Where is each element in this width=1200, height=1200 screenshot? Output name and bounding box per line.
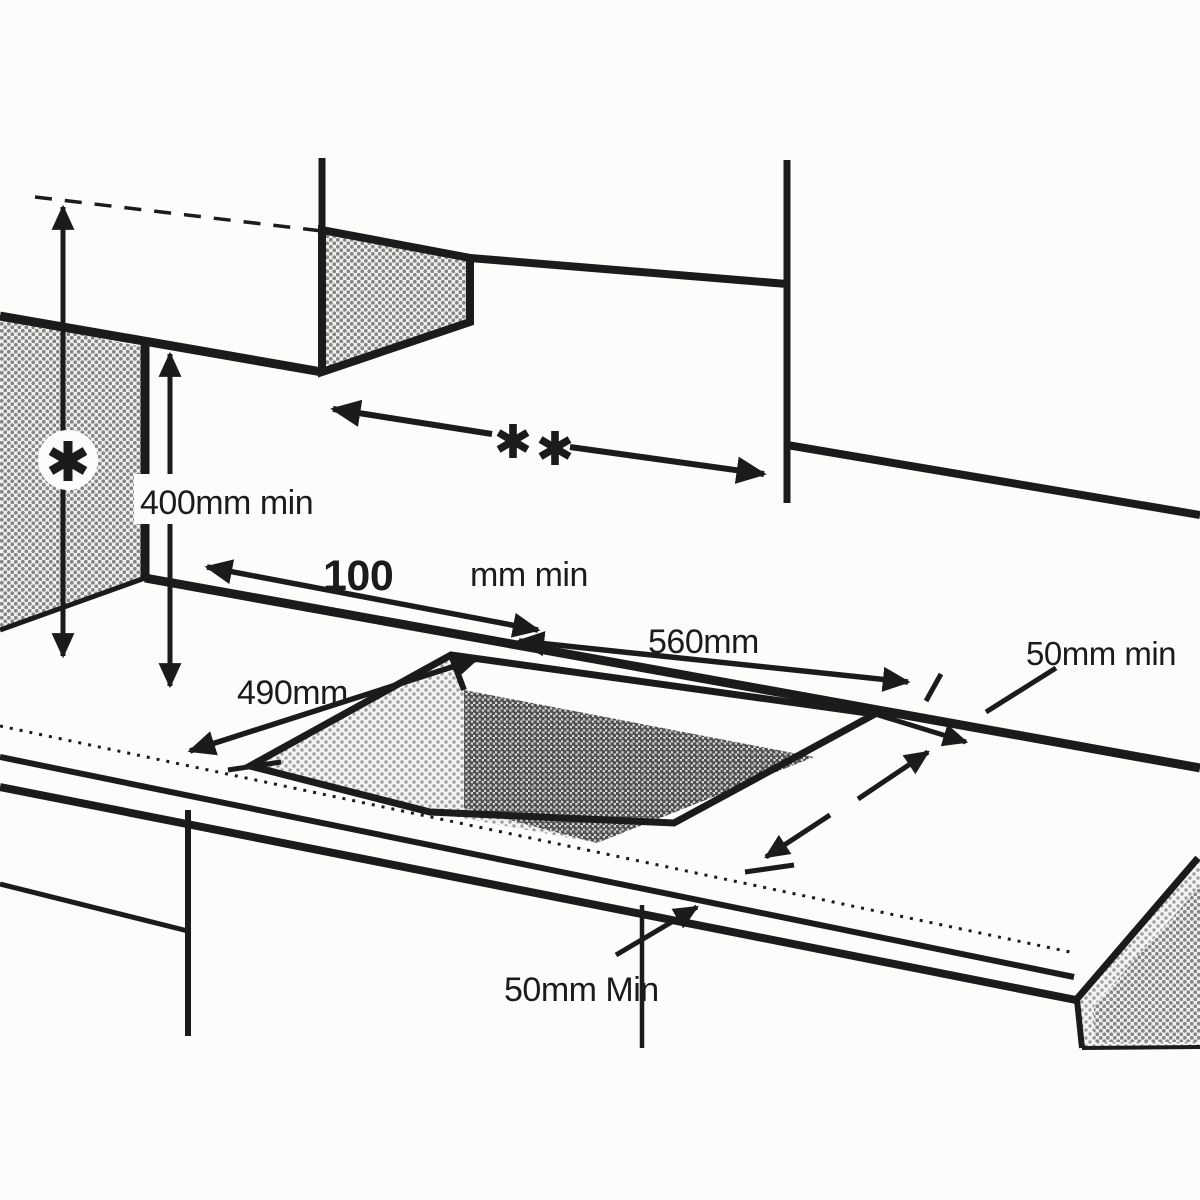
- worktop-front-top-edge: [0, 754, 1075, 980]
- cutout-width-arrow: [516, 631, 911, 692]
- side-wall-clearance-arrow: [204, 559, 541, 638]
- right-worktop-top-edge: [1073, 855, 1200, 1003]
- right-clearance-extension-tick: [744, 862, 795, 875]
- right-clearance-leader: [984, 665, 1058, 715]
- worktop-front-arris-dotted: [0, 724, 1071, 954]
- front-clearance-label: 50mm Min: [504, 971, 659, 1009]
- cutout-depth-arrow: [187, 654, 480, 756]
- cutout-width-label: 560mm: [648, 623, 759, 661]
- worktop-front-bottom-edge: [0, 783, 1077, 1004]
- cabinet-gap-arrow-right: [569, 444, 767, 484]
- cutout-width-extension-tick: [923, 672, 944, 703]
- side-wall-clearance-unit: mm min: [470, 556, 588, 594]
- shelf-height-label-backplate: [134, 474, 312, 524]
- cutout-hole: [464, 690, 814, 843]
- cabinet-gap-arrow-left: [330, 399, 493, 437]
- right-clearance-arrow-lower: [764, 812, 832, 860]
- right-worktop-corner-edge: [1074, 999, 1085, 1049]
- cutout-depth-label: 490mm: [237, 674, 348, 712]
- dimension-labels: 400mm min 100 mm min 560mm 490mm 50mm mi…: [140, 484, 1177, 1009]
- base-cabinet-front-edge: [0, 881, 189, 934]
- right-clearance-label: 50mm min: [1026, 635, 1176, 672]
- middle-cabinet-bottom-edge: [469, 254, 788, 288]
- right-worktop-side-face-inner: [1094, 886, 1200, 1042]
- cutout-rear-edge-extension-arrow: [874, 711, 969, 747]
- shelf-height-label: 400mm min: [140, 484, 313, 522]
- cutout-depth-extension-tick: [227, 759, 282, 773]
- ceiling-reference-dashed-line: [34, 195, 323, 233]
- right-clearance-arrow-upper: [856, 749, 930, 802]
- front-clearance-arrow: [614, 904, 699, 958]
- structure-lines: [0, 158, 1200, 1050]
- right-worktop-bottom-edge: [1081, 1045, 1200, 1050]
- side-wall-clearance-value: 100: [323, 552, 393, 600]
- right-cabinet-bottom-edge: [786, 441, 1200, 519]
